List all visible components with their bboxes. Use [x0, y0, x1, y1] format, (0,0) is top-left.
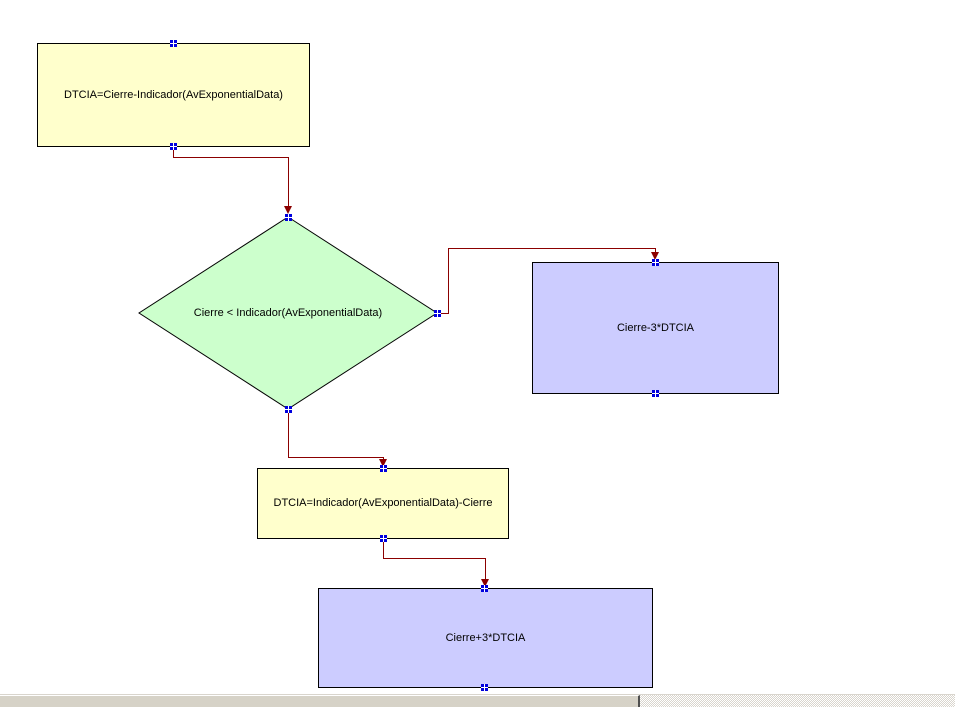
connection-handle-icon-decision-top[interactable]	[285, 214, 292, 221]
node-process-2[interactable]: DTCIA=Indicador(AvExponentialData)-Cierr…	[257, 468, 509, 539]
horizontal-scrollbar-thumb[interactable]	[0, 695, 640, 707]
connection-handle-icon-process1-bottom[interactable]	[170, 143, 177, 150]
arrowhead-icon	[651, 252, 659, 260]
connector-segment[interactable]	[173, 157, 289, 158]
connector-segment[interactable]	[437, 313, 449, 314]
connection-handle-icon-terminal1-bottom[interactable]	[652, 390, 659, 397]
node-terminal-1[interactable]: Cierre-3*DTCIA	[532, 262, 779, 394]
connector-segment[interactable]	[288, 412, 289, 458]
connector-segment[interactable]	[173, 147, 174, 158]
connector-segment[interactable]	[448, 248, 449, 314]
arrowhead-icon	[481, 579, 489, 587]
connector-segment[interactable]	[383, 541, 384, 559]
node-decision-1[interactable]: Cierre < Indicador(AvExponentialData)	[138, 216, 438, 410]
node-label: Cierre+3*DTCIA	[445, 631, 526, 644]
connector-segment[interactable]	[485, 558, 486, 580]
connection-handle-icon-decision-bottom[interactable]	[285, 406, 292, 413]
connection-handle-icon-process2-top[interactable]	[380, 465, 387, 472]
connection-handle-icon-process2-bottom[interactable]	[380, 535, 387, 542]
node-label: Cierre-3*DTCIA	[616, 321, 694, 334]
node-label: DTCIA=Indicador(AvExponentialData)-Cierr…	[273, 497, 493, 509]
connector-segment[interactable]	[655, 248, 656, 254]
node-process-1[interactable]: DTCIA=Cierre-Indicador(AvExponentialData…	[37, 43, 310, 147]
connection-handle-icon-terminal1-top[interactable]	[652, 259, 659, 266]
connector-segment[interactable]	[448, 248, 656, 249]
node-label: Cierre < Indicador(AvExponentialData)	[193, 306, 383, 319]
connector-segment[interactable]	[383, 558, 486, 559]
connection-handle-icon-terminal2-bottom[interactable]	[481, 684, 488, 691]
connection-handle-icon-process1-top[interactable]	[170, 40, 177, 47]
node-terminal-2[interactable]: Cierre+3*DTCIA	[318, 588, 653, 688]
connector-segment[interactable]	[288, 457, 384, 458]
connection-handle-icon-terminal2-top[interactable]	[481, 585, 488, 592]
arrowhead-icon	[379, 459, 387, 467]
node-label: DTCIA=Cierre-Indicador(AvExponentialData…	[64, 88, 283, 101]
connection-handle-icon-decision-right[interactable]	[434, 310, 441, 317]
horizontal-scrollbar-track[interactable]	[0, 694, 955, 707]
arrowhead-icon	[284, 206, 292, 214]
connector-segment[interactable]	[288, 157, 289, 208]
